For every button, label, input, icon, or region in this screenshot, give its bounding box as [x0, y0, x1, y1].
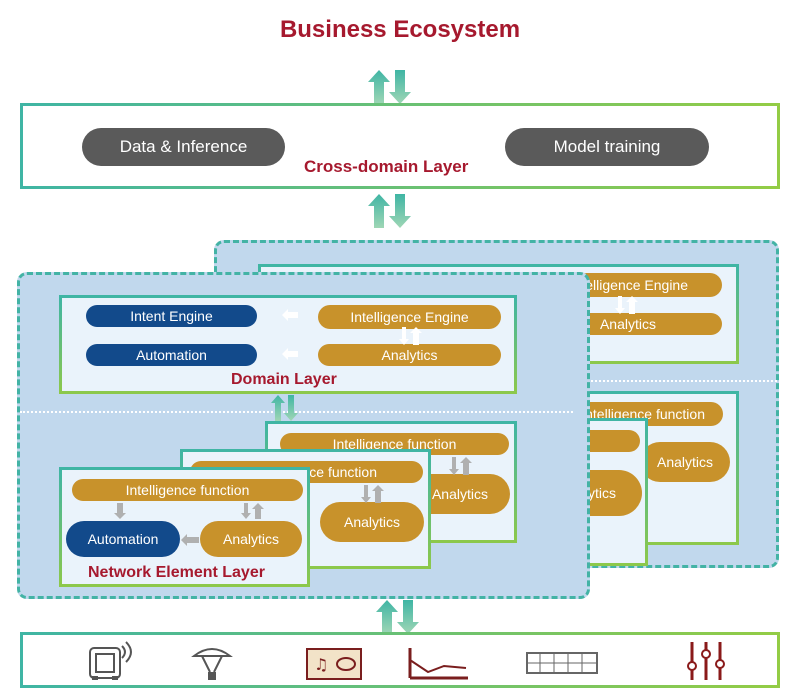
ne-automation-oval[interactable]: Automation	[66, 521, 180, 557]
left-arrow-icon	[282, 309, 298, 321]
bidirectional-arrow-icon	[368, 70, 411, 104]
bidirectional-arrow-icon	[271, 395, 298, 421]
up-down-arrows-icon	[399, 327, 422, 345]
up-down-arrows-icon	[241, 503, 264, 519]
left-arrow-icon	[181, 534, 199, 546]
satellite-dish-icon	[191, 648, 233, 680]
intelligence-function-pill[interactable]: Intelligence function	[72, 479, 303, 501]
up-down-arrows-icon	[361, 485, 384, 503]
up-down-arrows-icon	[449, 457, 472, 475]
automation-pill[interactable]: Automation	[86, 344, 257, 366]
model-training-pill[interactable]: Model training	[505, 128, 709, 166]
intelligence-engine-pill[interactable]: Intelligence Engine	[318, 305, 501, 329]
bidirectional-arrow-icon	[376, 600, 419, 634]
ne-analytics-oval[interactable]: Analytics	[200, 521, 302, 557]
data-inference-pill[interactable]: Data & Inference	[82, 128, 285, 166]
up-down-arrows-icon	[615, 296, 638, 314]
page-title: Business Ecosystem	[279, 16, 521, 43]
layer-divider	[20, 411, 573, 413]
network-element-layer-label: Network Element Layer	[88, 564, 265, 581]
server-rack-icon	[526, 652, 598, 674]
device-layer	[20, 632, 780, 688]
svg-text:♫: ♫	[314, 655, 328, 674]
back-intelligence-engine-label: Intelligence Engine	[569, 277, 688, 293]
sliders-icon	[687, 642, 725, 680]
card2-analytics-oval[interactable]: Analytics	[320, 502, 424, 542]
bidirectional-arrow-icon	[368, 194, 411, 228]
cross-domain-label: Cross-domain Layer	[304, 157, 469, 176]
signal-chart-icon	[408, 648, 468, 680]
down-arrow-icon	[114, 503, 126, 519]
analytics-pill[interactable]: Analytics	[318, 344, 501, 366]
media-panel-icon: ♫	[306, 648, 362, 680]
left-arrow-icon	[282, 348, 298, 360]
back-analytics-label: Analytics	[599, 316, 656, 332]
back-analytics-oval: Analytics	[640, 442, 730, 482]
domain-layer-label: Domain Layer	[231, 371, 337, 388]
card3-intelligence-function-pill[interactable]: Intelligence function	[280, 433, 509, 455]
router-icon	[89, 641, 132, 680]
layer-divider	[587, 380, 777, 382]
intent-engine-pill[interactable]: Intent Engine	[86, 305, 257, 327]
